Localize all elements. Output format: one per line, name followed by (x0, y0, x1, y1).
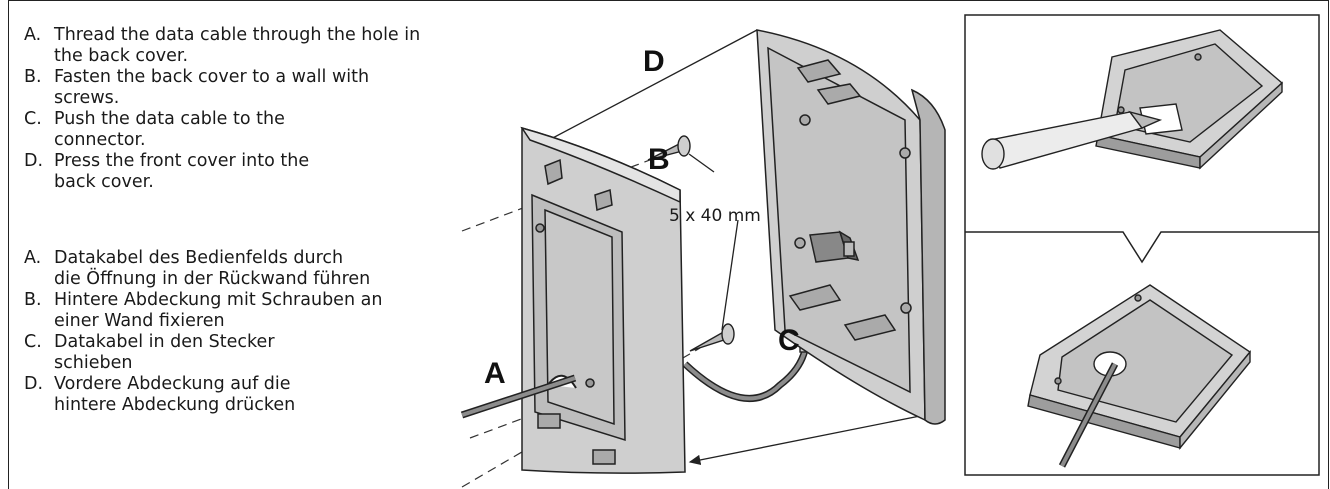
screwdriver-icon (981, 110, 1163, 170)
page-frame (8, 0, 1329, 489)
screw-lower (689, 323, 735, 352)
data-cable (460, 349, 809, 419)
detail-bottom-cover (1027, 284, 1252, 450)
step-de-d-line1: D.Vordere Abdeckung auf die (24, 374, 291, 394)
front-cover (756, 29, 946, 425)
step-en-a-line2: the back cover. (54, 46, 189, 66)
screw-upper (647, 135, 691, 161)
step-en-c-line2: connector. (54, 130, 146, 150)
callout-b: B (648, 143, 670, 176)
step-en-b-line2: screws. (54, 88, 120, 108)
screw-size-leader (688, 153, 715, 173)
step-de-a-line2: die Öffnung in der Rückwand führen (54, 269, 371, 289)
step-de-b-line1: B.Hintere Abdeckung mit Schrauben an (24, 290, 383, 310)
detail-cable (1058, 362, 1119, 468)
dimension-lines-d (528, 29, 926, 466)
step-en-d-line1: D.Press the front cover into the (24, 151, 310, 171)
step-de-c-line2: schieben (54, 353, 133, 373)
screw-size-label: 5 x 40 mm (669, 206, 761, 226)
step-en-a-line1: A.Thread the data cable through the hole… (24, 25, 421, 45)
step-de-c-line1: C.Datakabel in den Stecker (24, 332, 275, 352)
back-cover (520, 126, 686, 474)
step-de-a-line1: A.Datakabel des Bedienfelds durch (24, 248, 344, 268)
step-en-d-line2: back cover. (54, 172, 154, 192)
callout-a: A (484, 357, 506, 390)
step-en-b-line1: B.Fasten the back cover to a wall with (24, 67, 370, 87)
callout-c: C (778, 324, 800, 357)
step-de-b-line2: einer Wand fixieren (54, 311, 225, 331)
screw-size-leader-lower (721, 219, 739, 331)
step-de-d-line2: hintere Abdeckung drücken (54, 395, 296, 415)
callout-d: D (643, 45, 665, 78)
step-en-c-line1: C.Push the data cable to the (24, 109, 285, 129)
